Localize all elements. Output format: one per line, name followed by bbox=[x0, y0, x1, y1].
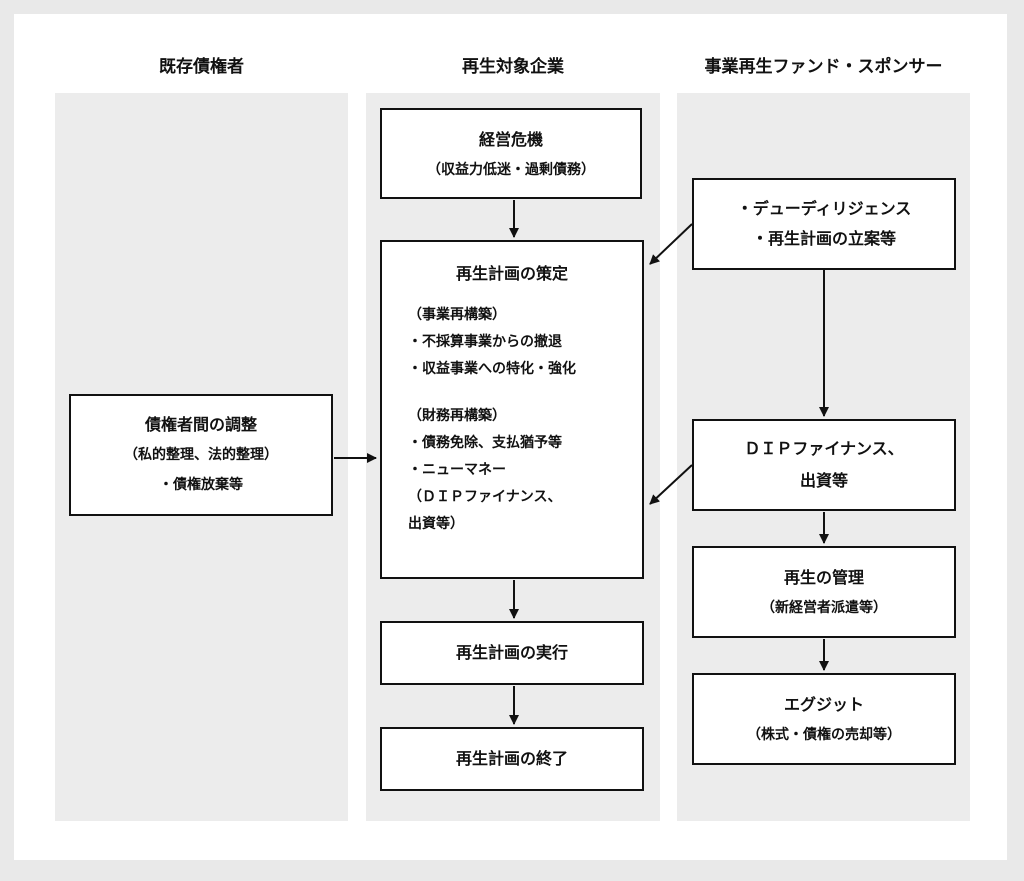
box-plan-formulation: 再生計画の策定 （事業再構築） ・不採算事業からの撤退 ・収益事業への特化・強化… bbox=[380, 240, 644, 579]
dd-line-1: ・デューディリジェンス bbox=[736, 199, 912, 218]
plan-line: （ＤＩＰファイナンス、 bbox=[408, 489, 562, 505]
adjust-title: 債権者間の調整 bbox=[144, 415, 257, 434]
column-header-company: 再生対象企業 bbox=[462, 57, 564, 77]
plan-line: （事業再構築） bbox=[408, 307, 506, 323]
crisis-title: 経営危機 bbox=[478, 129, 543, 149]
plan-line: 出資等） bbox=[408, 516, 464, 532]
dip-line-2: 出資等 bbox=[799, 471, 848, 490]
plan-line: ・債務免除、支払猶予等 bbox=[408, 435, 562, 451]
box-exit: エグジット （株式・債権の売却等） bbox=[692, 673, 956, 765]
column-header-creditors: 既存債権者 bbox=[159, 57, 244, 77]
box-dip-finance: ＤＩＰファイナンス、 出資等 bbox=[692, 419, 956, 511]
crisis-subtitle: （収益力低迷・過剰債務） bbox=[427, 161, 595, 178]
manage-title: 再生の管理 bbox=[783, 568, 864, 587]
box-management-crisis: 経営危機 （収益力低迷・過剰債務） bbox=[380, 108, 642, 199]
plan-title: 再生計画の策定 bbox=[455, 264, 568, 283]
dip-line-1: ＤＩＰファイナンス、 bbox=[744, 439, 904, 458]
box-plan-execution: 再生計画の実行 bbox=[380, 621, 644, 685]
plan-line: ・ニューマネー bbox=[408, 462, 506, 478]
plan-line: ・不採算事業からの撤退 bbox=[408, 334, 562, 350]
column-header-fund: 事業再生ファンド・スポンサー bbox=[704, 57, 943, 77]
exit-subtitle: （株式・債権の売却等） bbox=[747, 727, 901, 743]
plan-line: （財務再構築） bbox=[408, 408, 506, 424]
box-revival-management: 再生の管理 （新経営者派遣等） bbox=[692, 546, 956, 638]
adjust-subtitle-2: ・債権放棄等 bbox=[159, 477, 243, 493]
finish-title: 再生計画の終了 bbox=[455, 749, 568, 768]
execute-title: 再生計画の実行 bbox=[455, 643, 568, 662]
dd-line-2: ・再生計画の立案等 bbox=[751, 229, 896, 248]
manage-subtitle: （新経営者派遣等） bbox=[761, 600, 887, 616]
plan-line: ・収益事業への特化・強化 bbox=[408, 361, 576, 377]
box-creditor-adjustment: 債権者間の調整 （私的整理、法的整理） ・債権放棄等 bbox=[69, 394, 333, 516]
adjust-subtitle: （私的整理、法的整理） bbox=[124, 447, 278, 463]
box-due-diligence: ・デューディリジェンス ・再生計画の立案等 bbox=[692, 178, 956, 270]
box-plan-completion: 再生計画の終了 bbox=[380, 727, 644, 791]
exit-title: エグジット bbox=[783, 695, 864, 714]
